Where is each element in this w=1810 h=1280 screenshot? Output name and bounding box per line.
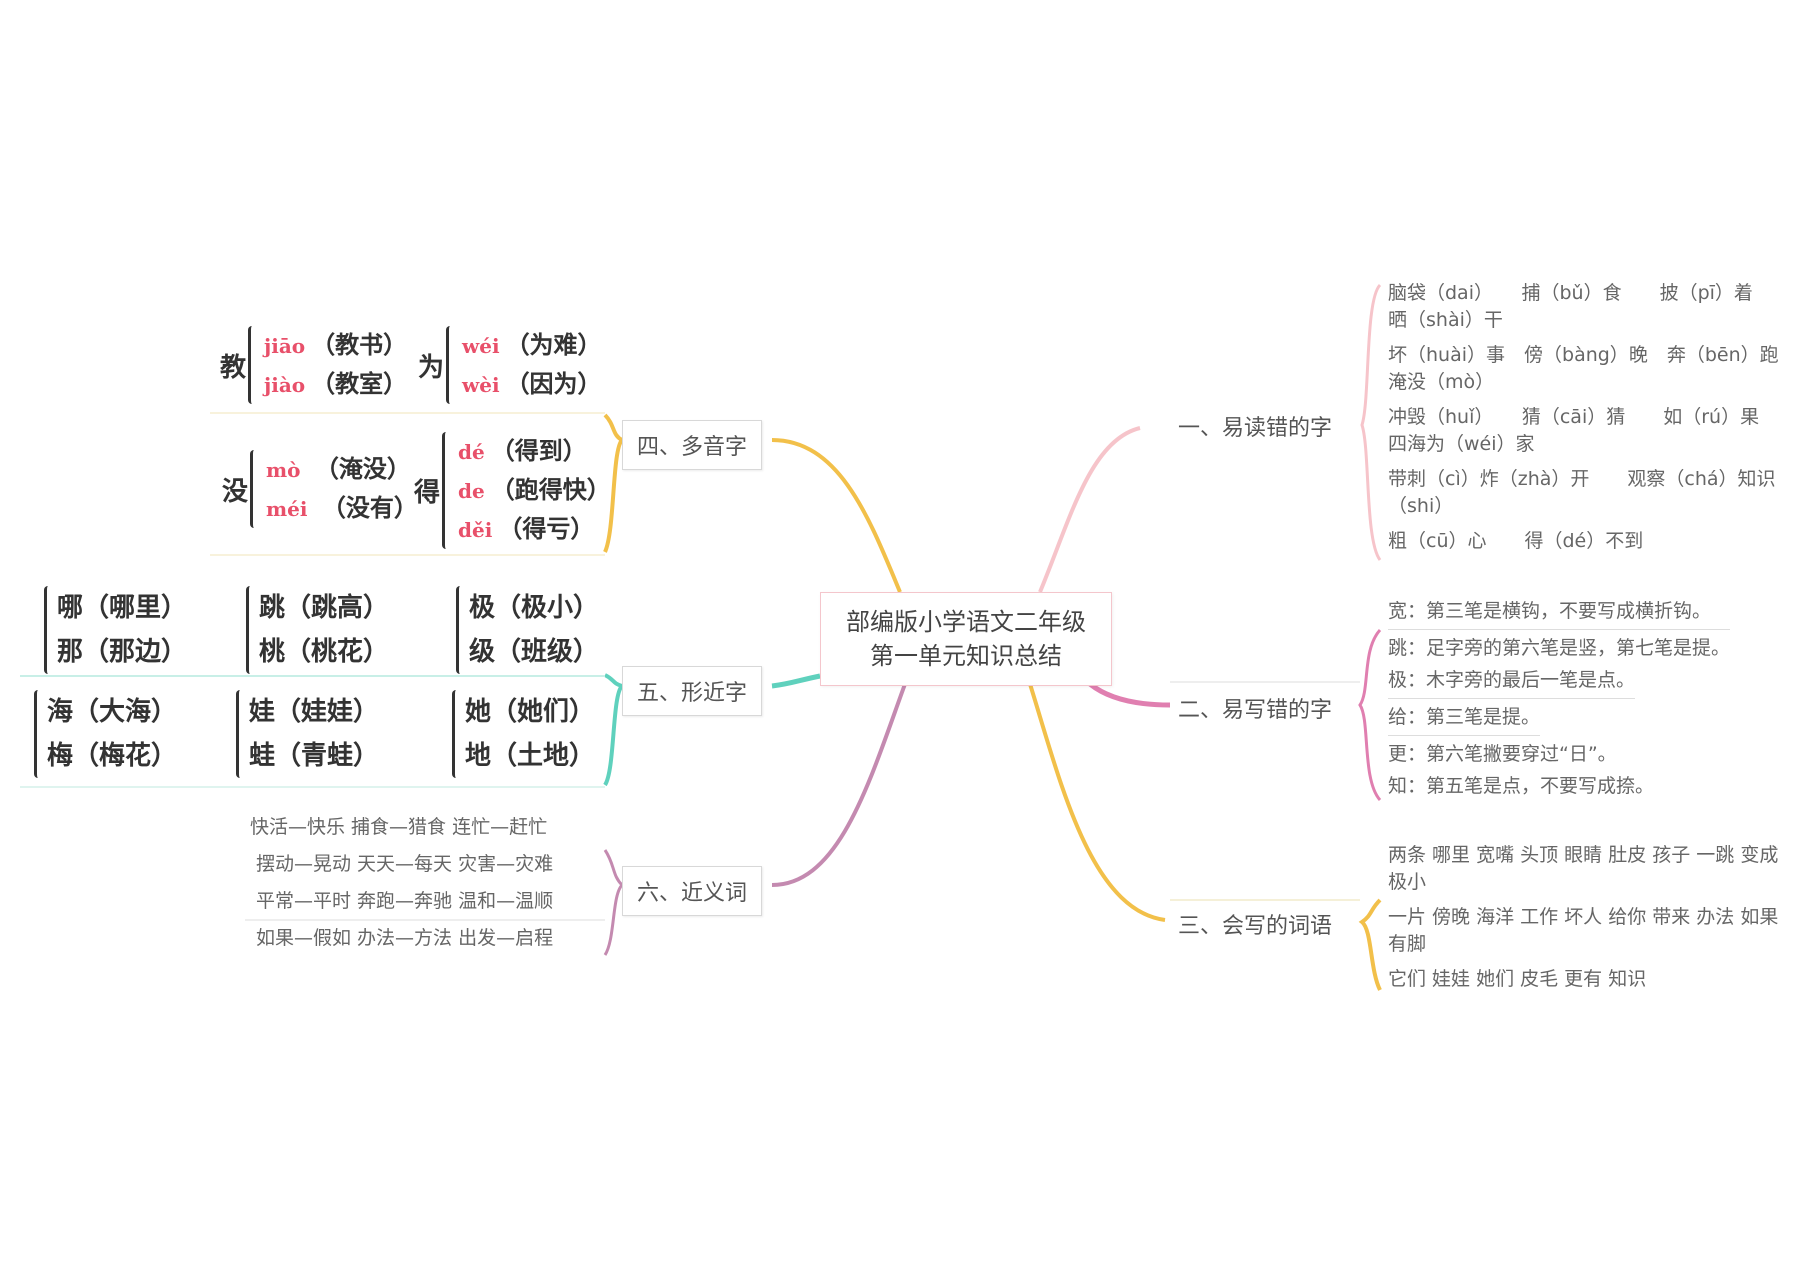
polyphone-char: 教 xyxy=(220,352,247,383)
misread-item[interactable]: 带刺（cì）炸（zhà）开 观察（chá）知识（shi） xyxy=(1388,468,1776,517)
misread-item[interactable]: 粗（cū）心 得（dé）不到 xyxy=(1388,530,1644,552)
similar-char: 极（极小） xyxy=(469,593,600,623)
words-item[interactable]: 一片 傍晚 海洋 工作 坏人 给你 带来 办法 如果 有脚 xyxy=(1388,906,1779,955)
writable-words-list: 两条 哪里 宽嘴 头顶 眼睛 肚皮 孩子 一跳 变成 极小 一片 傍晚 海洋 工… xyxy=(1388,842,1788,993)
similar-char: 那（那边） xyxy=(57,637,188,667)
similar-char-pair[interactable]: 哪（哪里） 那（那边） xyxy=(44,586,187,674)
central-title-line2: 第一单元知识总结 xyxy=(870,642,1062,670)
polyphone-char: 没 xyxy=(222,476,249,507)
pinyin: mò xyxy=(266,458,301,482)
misread-item[interactable]: 脑袋（dai） 捕（bǔ）食 披（pī）着 晒（shài）干 xyxy=(1388,282,1772,331)
brace-icon xyxy=(44,586,57,674)
pinyin: jiāo xyxy=(264,334,306,358)
similar-char: 她（她们） xyxy=(465,697,596,727)
synonyms-list: 快活—快乐 捕食—猎食 连忙—赶忙 摆动—晃动 天天—每天 灾害—灾难 平常—平… xyxy=(250,814,553,952)
synonym-row[interactable]: 摆动—晃动 天天—每天 灾害—灾难 xyxy=(256,853,554,875)
brace-icon xyxy=(236,690,249,778)
similar-char: 海（大海） xyxy=(47,697,178,727)
misread-list: 脑袋（dai） 捕（bǔ）食 披（pī）着 晒（shài）干 坏（huài）事 … xyxy=(1388,280,1788,555)
pinyin: méi xyxy=(266,497,308,521)
pinyin: jiào xyxy=(264,373,306,397)
misread-item[interactable]: 坏（huài）事 傍（bàng）晚 奔（bēn）跑淹没（mò） xyxy=(1388,344,1779,393)
pinyin: wèi xyxy=(462,373,500,397)
central-title-line1: 部编版小学语文二年级 xyxy=(846,608,1086,636)
similar-char-pair[interactable]: 海（大海） 梅（梅花） xyxy=(34,690,177,778)
branch-polyphonic[interactable]: 四、多音字 xyxy=(622,420,763,470)
miswritten-item[interactable]: 给：第三笔是提。 xyxy=(1388,704,1541,736)
synonym-row[interactable]: 快活—快乐 捕食—猎食 连忙—赶忙 xyxy=(250,816,548,838)
example-word: （因为） xyxy=(505,369,602,398)
example-word: （为难） xyxy=(505,330,602,359)
polyphone-group[interactable]: 得 dé（得到） de（跑得快） děi（得亏） xyxy=(414,432,611,549)
example-word: （淹没） xyxy=(306,454,411,483)
words-item[interactable]: 它们 娃娃 她们 皮毛 更有 知识 xyxy=(1388,968,1647,990)
similar-char-pair[interactable]: 极（极小） 级（班级） xyxy=(456,586,599,674)
branch-similar-shape[interactable]: 五、形近字 xyxy=(622,666,763,716)
example-word: （得亏） xyxy=(498,514,595,543)
similar-char: 梅（梅花） xyxy=(47,741,178,771)
central-topic[interactable]: 部编版小学语文二年级 第一单元知识总结 xyxy=(820,592,1112,686)
branch-easy-misread[interactable]: 一、易读错的字 xyxy=(1178,416,1333,441)
example-word: （没有） xyxy=(313,493,418,522)
miswritten-item[interactable]: 极：木字旁的最后一笔是点。 xyxy=(1388,667,1636,699)
branch-synonyms[interactable]: 六、近义词 xyxy=(622,866,763,916)
similar-char: 哪（哪里） xyxy=(57,593,188,623)
similar-char: 娃（娃娃） xyxy=(249,697,380,727)
miswritten-item[interactable]: 宽：第三笔是横钩，不要写成横折钩。 xyxy=(1388,598,1731,630)
pinyin: dé xyxy=(458,440,485,464)
brace-icon xyxy=(250,450,263,528)
synonym-row[interactable]: 平常—平时 奔跑—奔驰 温和—温顺 xyxy=(256,890,554,912)
similar-char-pair[interactable]: 跳（跳高） 桃（桃花） xyxy=(246,586,389,674)
brace-icon xyxy=(452,690,465,778)
brace-icon xyxy=(446,326,459,404)
brace-icon xyxy=(442,432,455,549)
similar-char: 地（土地） xyxy=(465,741,596,771)
similar-char: 桃（桃花） xyxy=(259,637,390,667)
similar-char: 级（班级） xyxy=(469,637,600,667)
miswritten-item[interactable]: 跳：足字旁的第六笔是竖，第七笔是提。 xyxy=(1388,637,1731,659)
miswritten-item[interactable]: 更：第六笔撇要穿过“日”。 xyxy=(1388,743,1617,765)
pinyin: wéi xyxy=(462,334,500,358)
brace-icon xyxy=(248,326,261,404)
pinyin: děi xyxy=(458,518,493,542)
synonym-row[interactable]: 如果—假如 办法—方法 出发—启程 xyxy=(256,927,554,949)
polyphone-group[interactable]: 为 wéi（为难） wèi（因为） xyxy=(418,326,602,404)
miswritten-list: 宽：第三笔是横钩，不要写成横折钩。 跳：足字旁的第六笔是竖，第七笔是提。 极：木… xyxy=(1388,598,1731,800)
miswritten-item[interactable]: 知：第五笔是点，不要写成捺。 xyxy=(1388,775,1655,797)
branch-writable-words[interactable]: 三、会写的词语 xyxy=(1178,914,1333,939)
polyphone-group[interactable]: 教 jiāo（教书） jiào（教室） xyxy=(220,326,407,404)
example-word: （得到） xyxy=(490,436,587,465)
brace-icon xyxy=(456,586,469,674)
similar-char: 跳（跳高） xyxy=(259,593,390,623)
words-item[interactable]: 两条 哪里 宽嘴 头顶 眼睛 肚皮 孩子 一跳 变成 极小 xyxy=(1388,844,1779,893)
misread-item[interactable]: 冲毁（huǐ） 猜（cāi）猜 如（rú）果 四海为（wéi）家 xyxy=(1388,406,1779,455)
branch-easy-miswritten[interactable]: 二、易写错的字 xyxy=(1178,698,1333,723)
similar-char: 蛙（青蛙） xyxy=(249,741,380,771)
example-word: （教室） xyxy=(311,369,408,398)
similar-char-pair[interactable]: 娃（娃娃） 蛙（青蛙） xyxy=(236,690,379,778)
example-word: （跑得快） xyxy=(490,475,611,504)
brace-icon xyxy=(246,586,259,674)
pinyin: de xyxy=(458,479,485,503)
polyphone-char: 为 xyxy=(418,352,445,383)
polyphone-group[interactable]: 没 mò （淹没） méi （没有） xyxy=(222,450,418,528)
similar-char-pair[interactable]: 她（她们） 地（土地） xyxy=(452,690,595,778)
brace-icon xyxy=(34,690,47,778)
polyphone-char: 得 xyxy=(414,478,441,508)
example-word: （教书） xyxy=(311,330,408,359)
